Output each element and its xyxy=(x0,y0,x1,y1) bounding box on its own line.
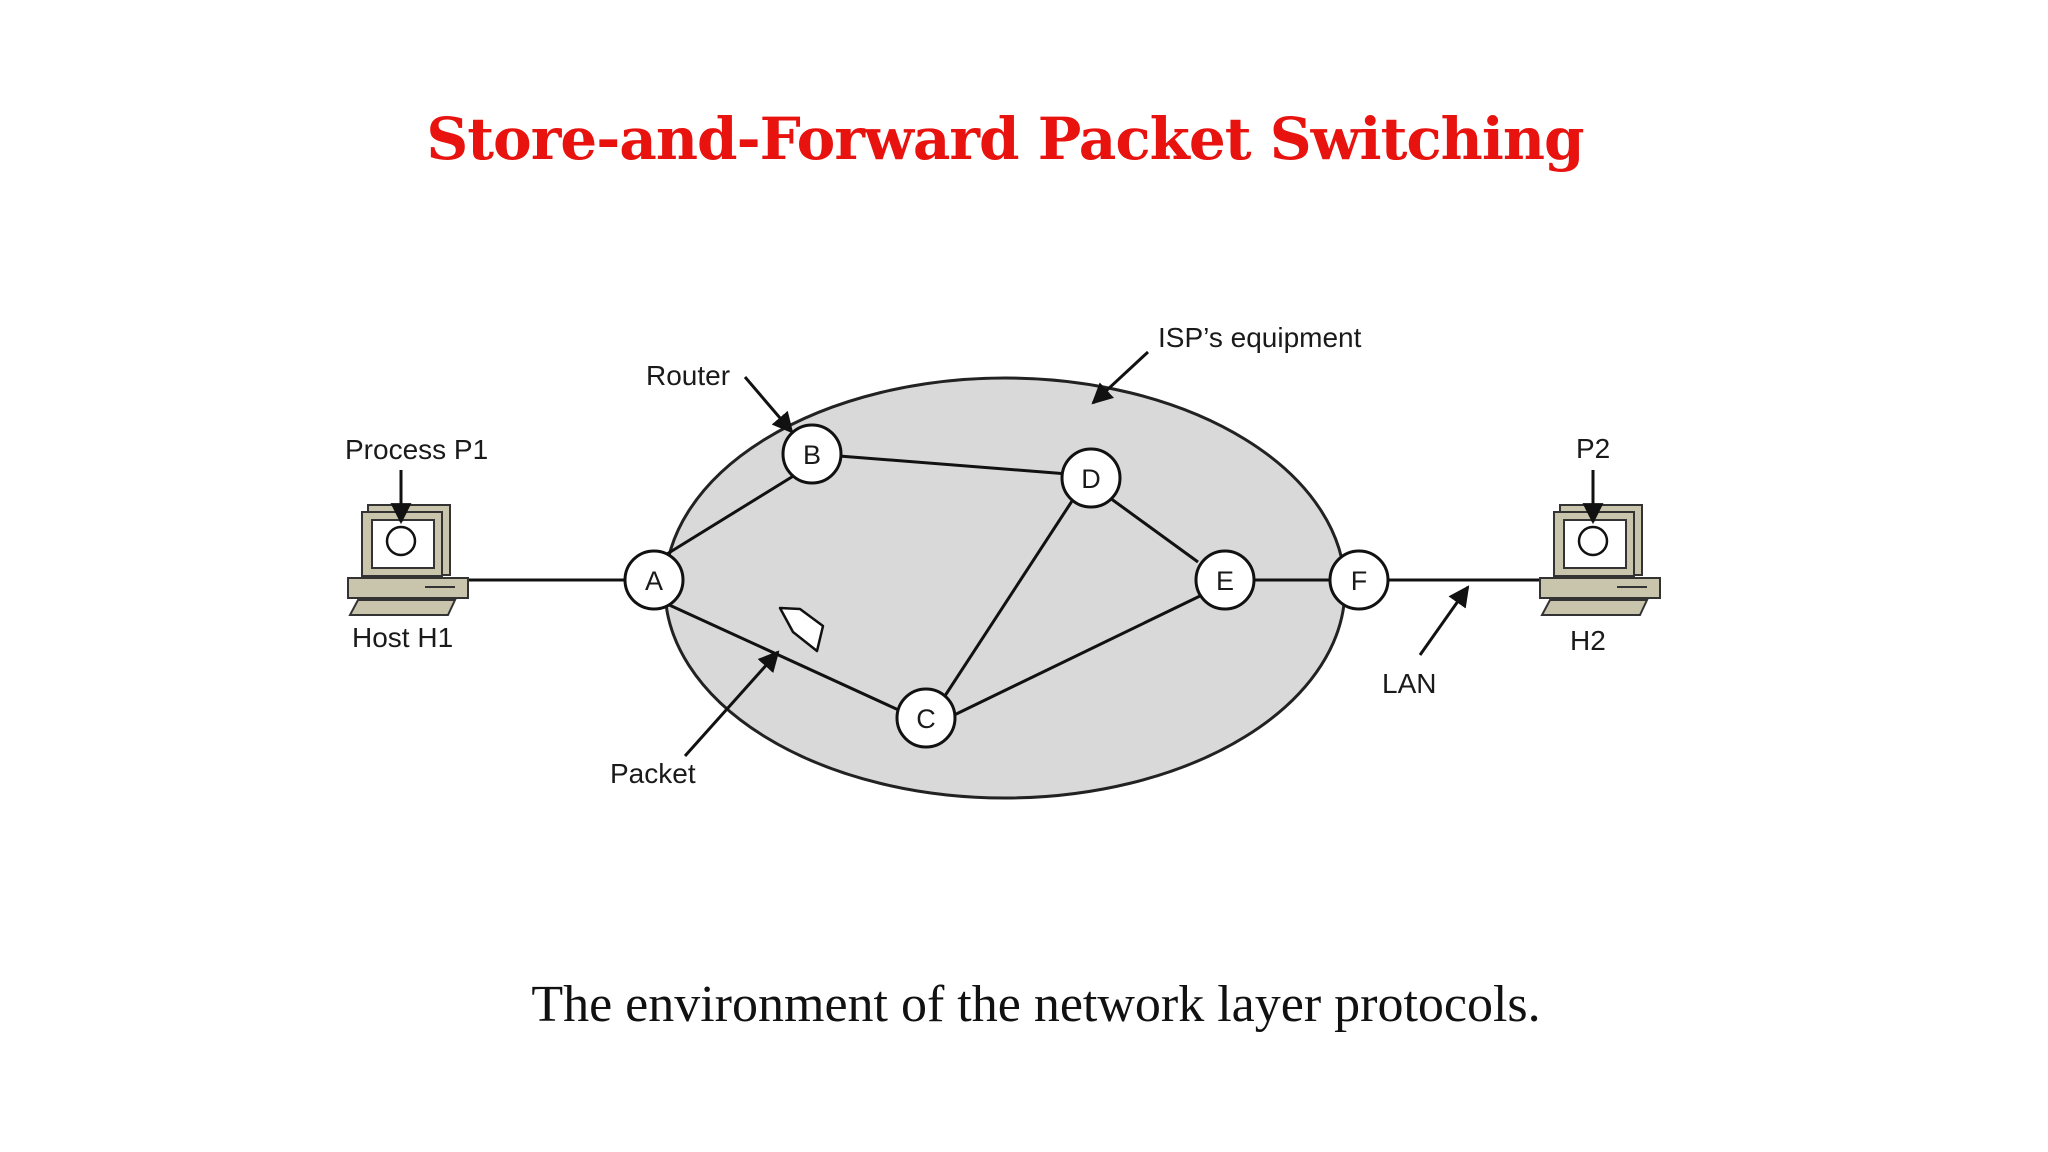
arrow-packet xyxy=(683,650,780,757)
host-h2-computer-icon xyxy=(1539,504,1661,616)
link-d-c xyxy=(937,497,1076,706)
router-f-label: F xyxy=(1351,566,1368,596)
router-label: Router xyxy=(646,360,730,391)
router-a: A xyxy=(623,549,685,611)
router-e: E xyxy=(1194,549,1256,611)
slide-caption: The environment of the network layer pro… xyxy=(531,976,1541,1033)
router-c: C xyxy=(895,687,957,749)
arrow-lan xyxy=(1418,585,1470,656)
router-d-label: D xyxy=(1081,464,1101,494)
router-a-label: A xyxy=(645,566,663,596)
router-b-label: B xyxy=(803,440,821,470)
arrow-router xyxy=(743,376,794,434)
router-c-label: C xyxy=(916,704,936,734)
link-b-d xyxy=(838,454,1069,476)
slide-title: Store-and-Forward Packet Switching xyxy=(426,105,1584,173)
router-b: B xyxy=(781,423,843,485)
link-a-b xyxy=(653,473,796,564)
isp-equipment-label: ISP’s equipment xyxy=(1158,322,1362,353)
process-p1-label: Process P1 xyxy=(345,434,488,465)
link-d-e xyxy=(1109,496,1199,564)
router-e-label: E xyxy=(1216,566,1234,596)
lan-label: LAN xyxy=(1382,668,1436,699)
router-f: F xyxy=(1328,549,1390,611)
h2-label: H2 xyxy=(1570,625,1606,656)
router-d: D xyxy=(1060,447,1122,509)
packet-label: Packet xyxy=(610,758,696,789)
p2-label: P2 xyxy=(1576,433,1610,464)
host-h1-label: Host H1 xyxy=(352,622,453,653)
arrow-isp xyxy=(1091,350,1150,405)
packet-shape xyxy=(778,606,825,653)
link-c-e xyxy=(947,594,1201,720)
host-h1-computer-icon xyxy=(347,504,469,616)
annotation-arrows xyxy=(390,350,1604,757)
